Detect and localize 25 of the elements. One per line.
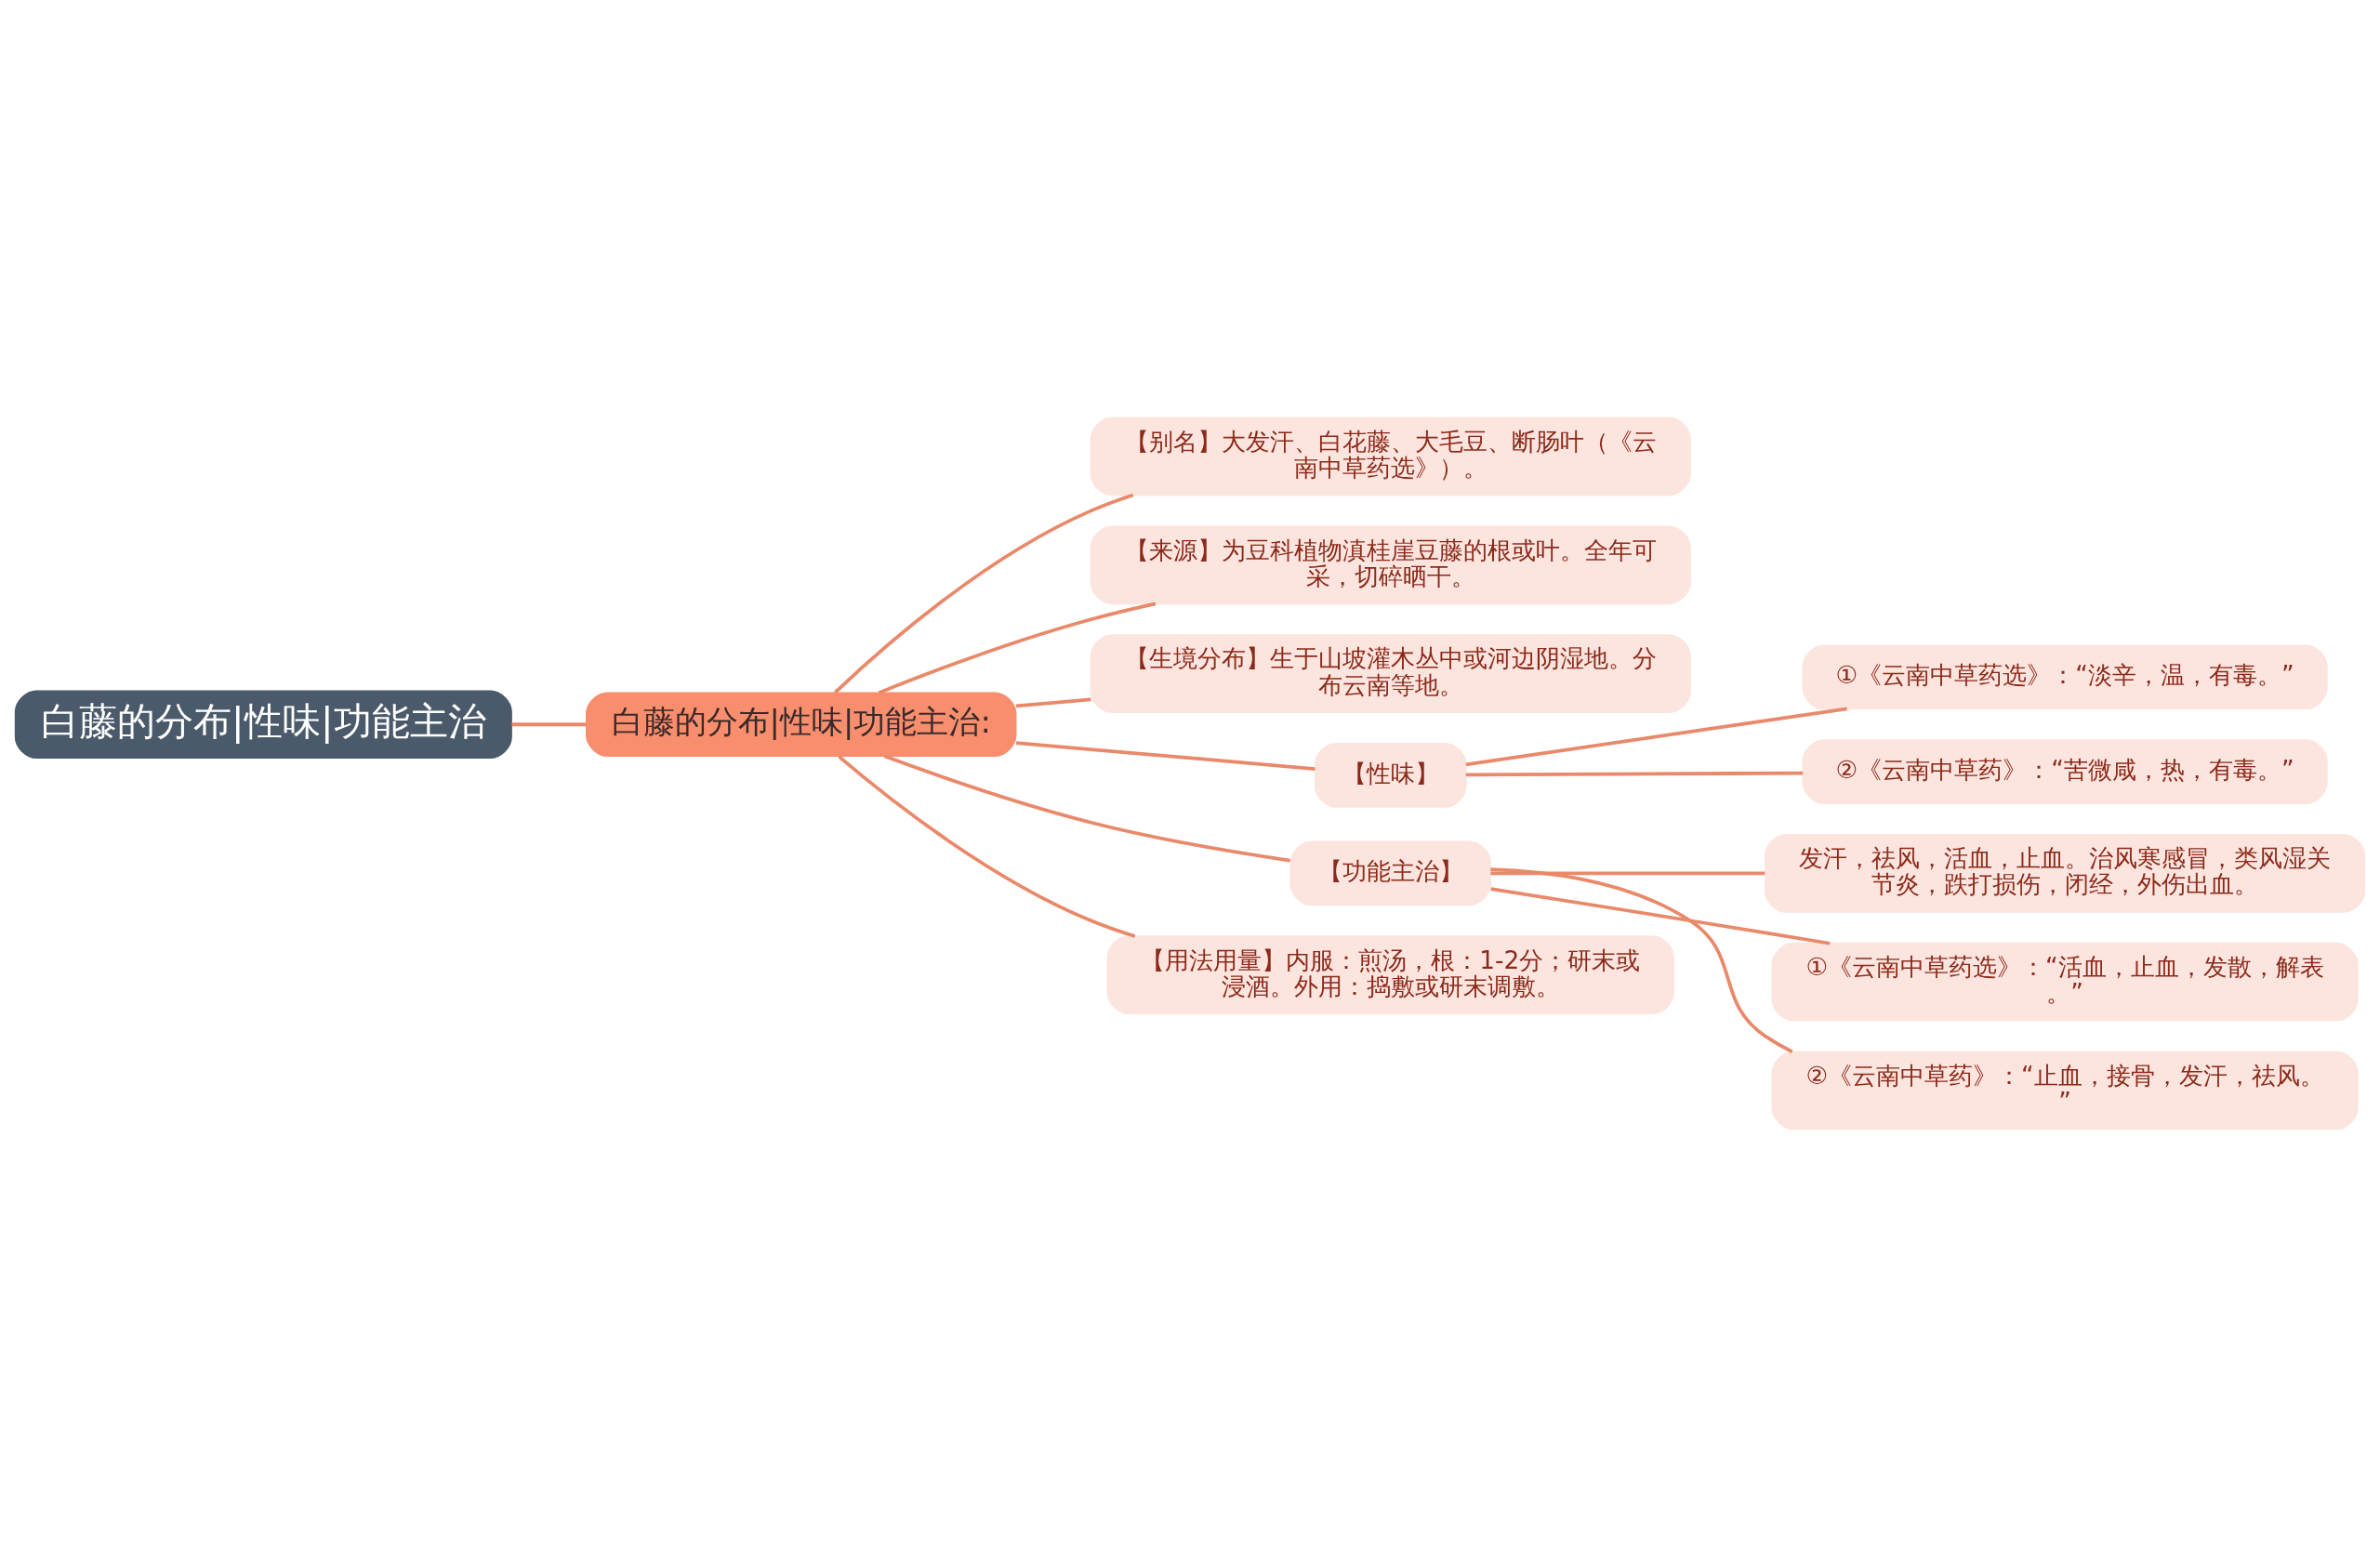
- connector: [511, 722, 587, 727]
- node-box: 【性味】: [1314, 743, 1467, 808]
- node-box: 【别名】大发汗、白花藤、大毛豆、断肠叶（《云南中草药选》）。: [1090, 416, 1691, 496]
- connector: [838, 755, 1136, 938]
- node-box: 白藤的分布|性味|功能主治:: [586, 692, 1017, 758]
- connector: [883, 754, 1290, 863]
- node-box: 【生境分布】生于山坡灌木丛中或河边阴湿地。分布云南等地。: [1090, 634, 1691, 713]
- node-box: ①《云南中草药选》：“淡辛，温，有毒。”: [1802, 644, 2328, 710]
- node-box: 【功能主治】: [1289, 840, 1492, 906]
- node-box: 白藤的分布|性味|功能主治: [14, 690, 512, 759]
- node-box: 【来源】为豆科植物滇桂崖豆藤的根或叶。全年可采，切碎晒干。: [1090, 525, 1691, 605]
- node-box: ②《云南中草药》：“止血，接骨，发汗，祛风。”: [1771, 1051, 2359, 1130]
- connector: [1015, 697, 1091, 708]
- node-box: 【用法用量】内服：煎汤，根：1-2分；研末或浸酒。外用：捣敷或研末调敷。: [1106, 935, 1674, 1015]
- node-box: 发汗，祛风，活血，止血。治风寒感冒，类风湿关节炎，跌打损伤，闭经，外伤出血。: [1764, 834, 2366, 913]
- connector: [1490, 887, 1831, 945]
- node-box: ①《云南中草药选》：“活血，止血，发散，解表。”: [1771, 942, 2359, 1022]
- node-box: ②《云南中草药》：“苦微咸，热，有毒。”: [1802, 739, 2328, 804]
- connector: [1015, 741, 1316, 771]
- connector: [878, 602, 1157, 694]
- connector: [1465, 771, 1804, 777]
- connector: [1465, 707, 1847, 767]
- connector: [1490, 871, 1765, 876]
- connector: [1490, 867, 1793, 1053]
- connector: [834, 493, 1134, 694]
